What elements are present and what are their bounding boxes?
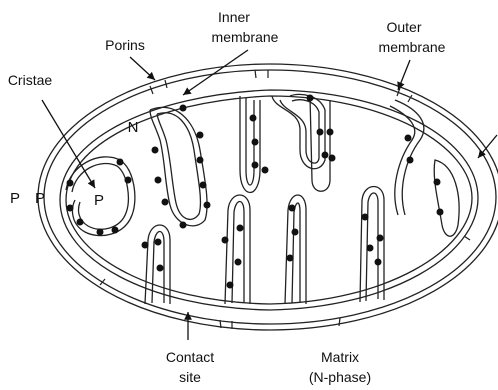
outer-membrane-label-line2: membrane (379, 39, 446, 55)
outer-membrane-inner-line (44, 70, 496, 324)
p-phase-intermembrane-label: P (35, 190, 45, 207)
crista-top-3 (310, 96, 330, 191)
right-pointer (478, 135, 497, 158)
p-phase-outer-label: P (10, 190, 20, 207)
n-phase-label: N (128, 119, 139, 136)
contact-site-label-line2: site (179, 369, 201, 385)
crista-far-right (434, 160, 459, 236)
outer-membrane-label-line1: Outer (386, 19, 421, 35)
crista-tall-left (150, 107, 207, 225)
contact-site-label-line1: Contact (166, 349, 214, 365)
outer-membrane-pointer (398, 60, 410, 90)
cristae-label: Cristae (8, 72, 53, 88)
matrix-label-line1: Matrix (321, 349, 359, 365)
crista-bottom-3 (285, 195, 306, 304)
matrix-label-line2: (N-phase) (309, 369, 371, 385)
p-phase-crista-label: P (94, 192, 104, 209)
inner-membrane-label-line2: membrane (212, 29, 279, 45)
particles-group (67, 95, 444, 289)
inner-membrane-label-line1: Inner (218, 9, 250, 25)
cristae-pointer (42, 100, 95, 188)
outer-membrane-outer-line (38, 64, 498, 330)
porins-pointer (130, 57, 155, 80)
porins-label: Porins (105, 37, 145, 53)
inner-membrane-outer-line (60, 90, 478, 310)
inner-membrane-pointer (183, 50, 248, 95)
